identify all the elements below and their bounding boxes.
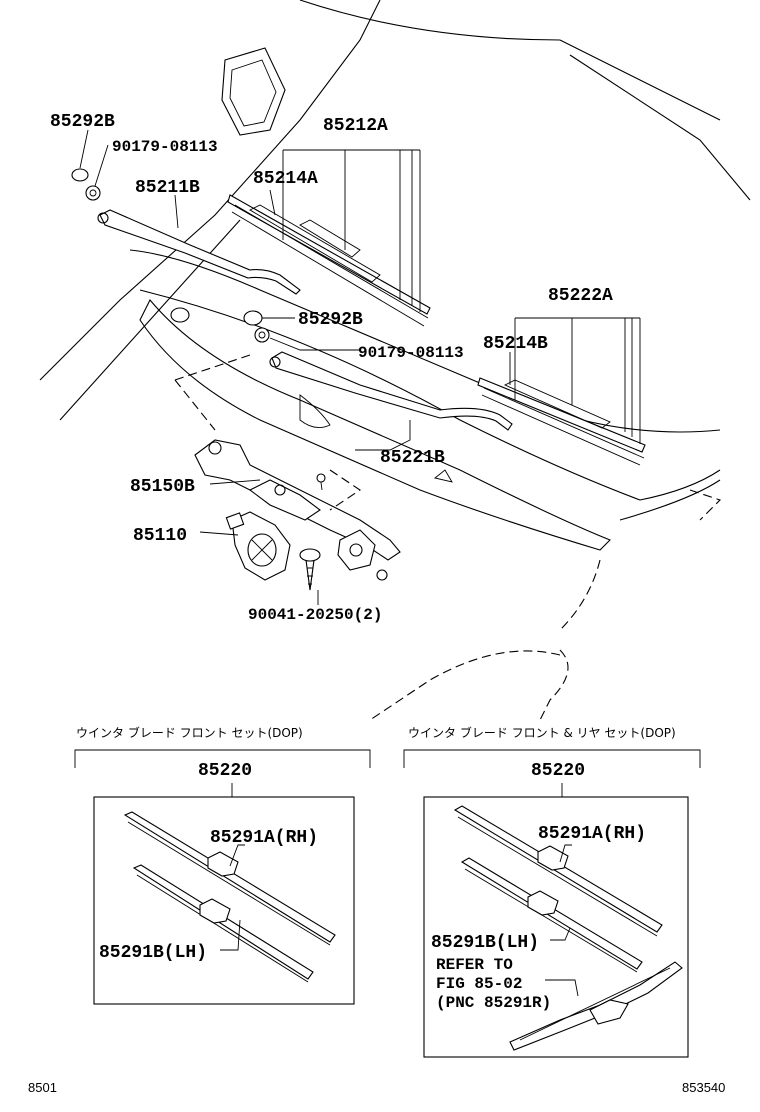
label-85214b: 85214B (483, 334, 548, 354)
kit-front-part-no: 85220 (198, 761, 252, 781)
kit-front-rear-title: ウインタ ブレード フロント & リヤ セット(DOP) (408, 725, 676, 740)
label-85150b: 85150B (130, 477, 195, 497)
label-85292b-top: 85292B (50, 112, 115, 132)
kit-front-rear-blade-lh (460, 857, 643, 973)
wiper-arm-85221b (269, 351, 513, 431)
nut-90179-mid (254, 327, 270, 343)
kit-front-rear-part-no: 85220 (531, 761, 585, 781)
linkage-phantom-outline (174, 354, 361, 511)
callout-labels: 85292B 90179-08113 85212A 85211B 85214A … (50, 112, 613, 624)
kit-front-rear-item-lh: 85291B(LH) (431, 933, 539, 953)
cap-85292b-mid (243, 310, 263, 326)
label-90179-top: 90179-08113 (112, 138, 218, 156)
wiper-blade-85222a (477, 377, 646, 466)
vehicle-body-outline (39, 0, 751, 721)
bolt-90041-20250 (299, 548, 321, 591)
label-85292b-mid: 85292B (298, 310, 363, 330)
leader-lines (79, 129, 641, 797)
footer-right-code: 853540 (682, 1080, 725, 1095)
kit-front-rear-box (423, 796, 689, 1058)
kit-note-line-1: REFER TO (436, 956, 513, 974)
label-85211b: 85211B (135, 178, 200, 198)
wiper-linkage-85150b (194, 439, 401, 581)
label-85212a: 85212A (323, 116, 388, 136)
cap-85292b-top (71, 168, 89, 182)
label-85222a: 85222A (548, 286, 613, 306)
label-85214a: 85214A (253, 169, 318, 189)
nut-90179-top (85, 185, 101, 201)
kit-front-rear-blade-rh (453, 805, 663, 937)
kit-front-rear-item-rh: 85291A(RH) (538, 824, 646, 844)
kit-front-item-rh: 85291A(RH) (210, 828, 318, 848)
kit-front-set: ウインタ ブレード フロント セット(DOP) 85220 85291A(RH)… (74, 725, 371, 1005)
wiper-motor-85110 (225, 511, 291, 581)
kit-front-title: ウインタ ブレード フロント セット(DOP) (76, 725, 303, 740)
kit-front-blade-lh (132, 864, 314, 983)
wiper-blade-85212a (227, 194, 431, 327)
kit-front-rear-blade-rear (509, 961, 683, 1051)
label-85221b: 85221B (380, 448, 445, 468)
label-90179-mid: 90179-08113 (358, 344, 464, 362)
kit-front-blade-rh (123, 811, 336, 946)
kit-front-item-lh: 85291B(LH) (99, 943, 207, 963)
wiper-arm-85211b (97, 209, 301, 295)
kit-front-box (93, 796, 355, 1005)
label-90041: 90041-20250(2) (248, 606, 382, 624)
kit-note-line-3: (PNC 85291R) (436, 994, 551, 1012)
kit-front-rear-set: ウインタ ブレード フロント & リヤ セット(DOP) 85220 85291… (403, 725, 701, 1058)
label-85110: 85110 (133, 526, 187, 546)
kit-note-line-2: FIG 85-02 (436, 975, 522, 993)
footer-left-code: 8501 (28, 1080, 57, 1095)
